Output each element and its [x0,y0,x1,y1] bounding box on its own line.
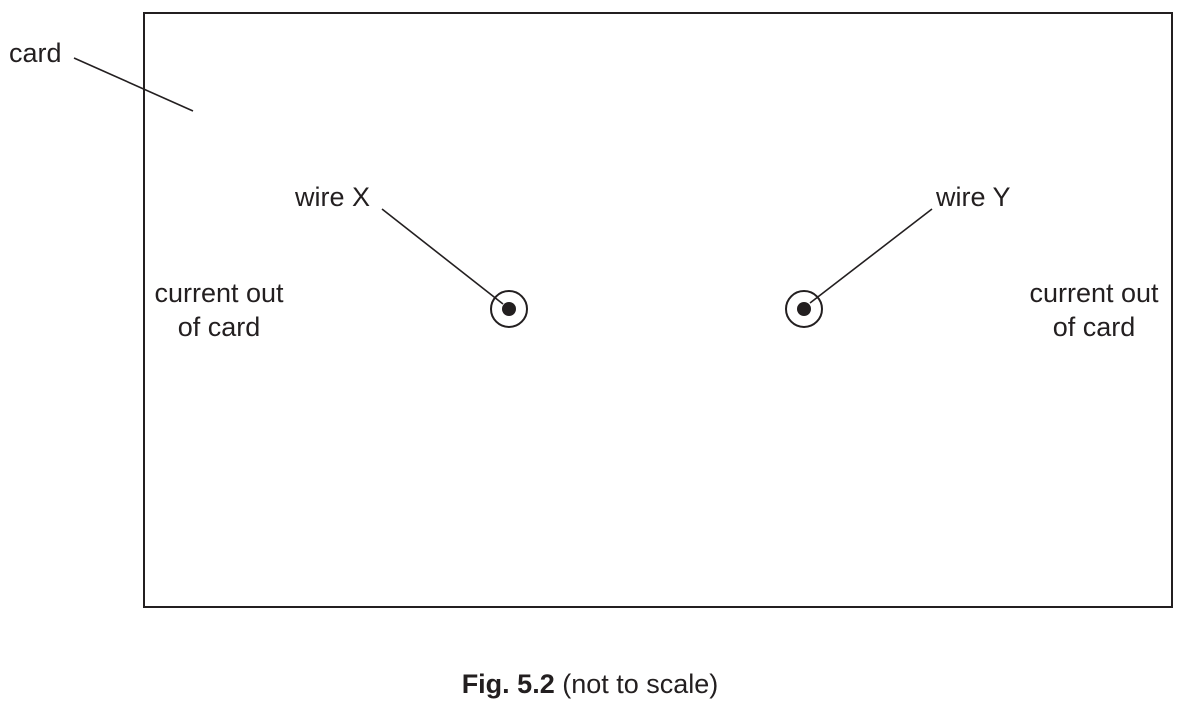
figure-note: (not to scale) [554,669,719,699]
figure-number: Fig. 5.2 [461,669,555,699]
card-outline [143,12,1173,608]
wire-x-label: wire X [295,182,371,212]
figure-caption: Fig. 5.2 (not to scale) [0,666,1180,702]
wire-x-leader-line [381,208,504,305]
current-right-line-2: of card [1052,312,1136,342]
wire-x-outer-ring [490,290,528,328]
current-left-line-2: of card [177,312,261,342]
current-left-label: current out of card [144,276,294,344]
wire-y-label: wire Y [936,182,1011,212]
wire-y-dot-icon [797,302,811,316]
wire-x-dot-icon [502,302,516,316]
wire-y-leader-line [809,208,933,304]
wire-y-symbol [785,290,823,328]
current-right-label: current out of card [1019,276,1169,344]
wire-x-symbol [490,290,528,328]
card-leader-line [73,57,194,112]
current-left-line-1: current out [154,278,284,308]
card-label: card [9,38,62,68]
wire-y-outer-ring [785,290,823,328]
current-right-line-1: current out [1029,278,1159,308]
